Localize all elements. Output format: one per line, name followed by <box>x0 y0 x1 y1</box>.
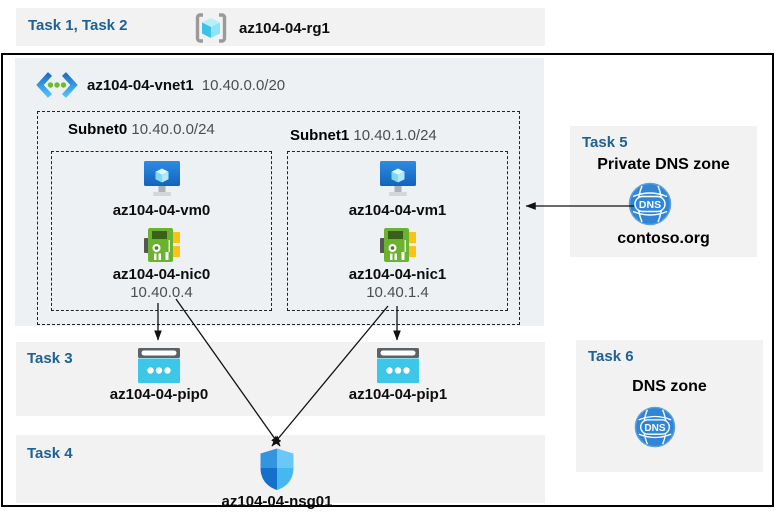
nic-icon <box>379 228 416 262</box>
dns-icon-text: DNS <box>639 199 661 211</box>
private-dns-box: Task 5 Private DNS zone DNS contoso.org <box>570 126 757 257</box>
vm1-name: az104-04-vm1 <box>348 202 447 219</box>
public-dns-box: Task 6 DNS zone DNS <box>576 340 763 472</box>
task3-label: Task 3 <box>27 350 73 367</box>
subnet1-name: Subnet1 <box>290 127 350 144</box>
task5-label: Task 5 <box>582 134 628 151</box>
vm-icon <box>143 161 180 196</box>
nic0-name: az104-04-nic0 <box>112 266 211 283</box>
nsg-name: az104-04-nsg01 <box>221 493 333 510</box>
private-dns-title: Private DNS zone <box>597 156 730 173</box>
public-dns-title: DNS zone <box>632 378 707 395</box>
subnets-container: Subnet0 10.40.0.0/24 Subnet1 10.40.1.0/2… <box>37 111 520 325</box>
nic0-ip: 10.40.0.4 <box>130 284 193 301</box>
vnet-icon <box>36 72 78 98</box>
pip0-node: az104-04-pip0 <box>89 348 229 404</box>
nsg-shield-icon <box>260 448 294 490</box>
subnet0-label: Subnet0 10.40.0.0/24 <box>68 121 215 138</box>
resource-group-band: Task 1, Task 2 az104-04-rg1 <box>16 8 545 46</box>
dns-icon-text: DNS <box>644 423 665 434</box>
task12-label: Task 1, Task 2 <box>28 17 128 34</box>
vm0-name: az104-04-vm0 <box>112 202 211 219</box>
public-ip-band: Task 3 az104-04-pip0 az104-04-pip1 <box>16 342 545 416</box>
diagram-outer-border <box>1 53 774 507</box>
public-ip-icon <box>377 348 419 383</box>
subnet1-cidr: 10.40.1.0/24 <box>353 127 437 144</box>
task4-label: Task 4 <box>27 445 73 462</box>
pip0-name: az104-04-pip0 <box>109 386 209 403</box>
dns-globe-icon: DNS <box>634 406 676 448</box>
resource-group-name: az104-04-rg1 <box>239 19 330 37</box>
subnet1-label: Subnet1 10.40.1.0/24 <box>290 127 437 144</box>
private-dns-zone-name: contoso.org <box>617 230 710 247</box>
subnet0-cidr: 10.40.0.0/24 <box>131 121 215 138</box>
nic1-ip: 10.40.1.4 <box>366 284 429 301</box>
dns-globe-icon: DNS <box>628 182 672 226</box>
nic-icon <box>143 228 180 262</box>
task6-label: Task 6 <box>588 348 634 365</box>
nic1-name: az104-04-nic1 <box>348 266 447 283</box>
vnet-header: az104-04-vnet1 10.40.0.0/20 <box>35 71 285 99</box>
subnet0-box: az104-04-vm0 az104-04-nic0 10.40.0.4 <box>51 151 272 311</box>
pip1-name: az104-04-pip1 <box>348 386 448 403</box>
vm-icon <box>379 161 416 196</box>
vnet-cidr: 10.40.0.0/20 <box>201 76 286 94</box>
vnet-panel: az104-04-vnet1 10.40.0.0/20 Subnet0 10.4… <box>15 58 544 326</box>
subnet1-box: az104-04-vm1 az104-04-nic1 10.40.1.4 <box>287 151 508 311</box>
public-ip-icon <box>138 348 180 383</box>
resource-group-node: az104-04-rg1 <box>192 11 330 45</box>
nsg-node: az104-04-nsg01 <box>207 447 347 511</box>
subnet0-name: Subnet0 <box>68 121 128 138</box>
pip1-node: az104-04-pip1 <box>328 348 468 404</box>
nsg-band: Task 4 az104-04-nsg01 <box>16 435 545 510</box>
vnet-name: az104-04-vnet1 <box>87 76 194 94</box>
resource-group-icon <box>195 13 227 43</box>
